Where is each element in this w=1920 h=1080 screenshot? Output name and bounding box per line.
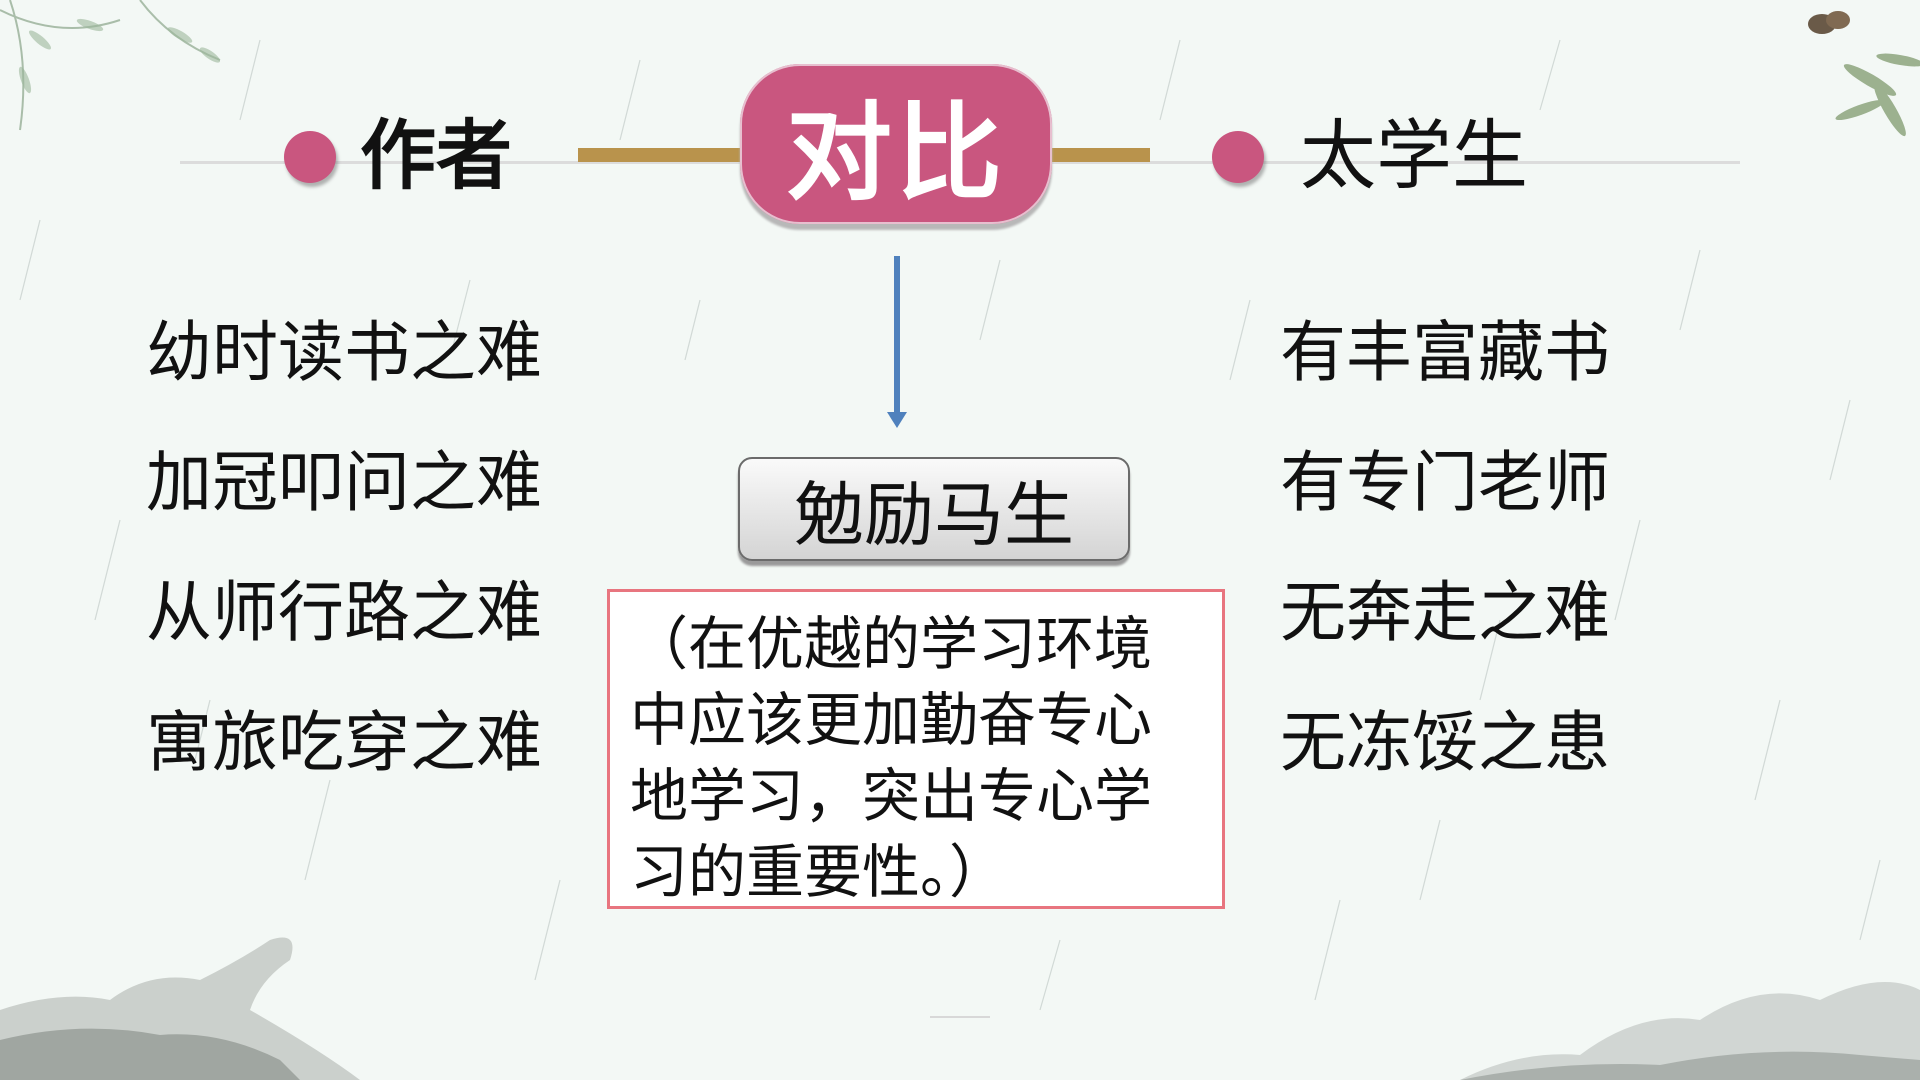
left-hardships-list: 幼时读书之难 加冠叩问之难 从师行路之难 寓旅吃穿之难 [146,320,542,840]
conclusion-box: 勉励马生 [738,457,1130,561]
list-item: 有丰富藏书 [1280,314,1610,391]
list-item: 有专门老师 [1280,444,1610,521]
mountains-decoration-icon [1460,982,1920,1080]
left-bullet-dot [284,131,336,183]
right-bullet-dot [1212,131,1264,183]
down-arrow-icon [887,412,907,428]
list-item: 从师行路之难 [146,574,542,651]
down-arrow-shaft [894,256,900,416]
right-conditions-list: 有丰富藏书 有专门老师 无奔走之难 无冻馁之患 [1280,320,1610,840]
landscape-decoration-icon [0,937,360,1080]
slide-footer-mark [930,1016,990,1018]
right-connector-bar [1050,148,1150,162]
list-item: 寓旅吃穿之难 [146,704,542,781]
explanation-note: （在优越的学习环境中应该更加勤奋专心地学习，突出专心学习的重要性。） [607,589,1225,909]
list-item: 幼时读书之难 [146,314,542,391]
left-connector-bar [578,148,744,162]
center-title-pill: 对比 [740,64,1052,224]
butterfly-icon [1808,11,1920,137]
right-column-title: 太学生 [1300,111,1528,200]
willow-decoration-icon [0,0,221,131]
list-item: 无奔走之难 [1280,574,1610,651]
list-item: 加冠叩问之难 [146,444,542,521]
list-item: 无冻馁之患 [1280,704,1610,781]
left-column-title: 作者 [360,111,512,200]
